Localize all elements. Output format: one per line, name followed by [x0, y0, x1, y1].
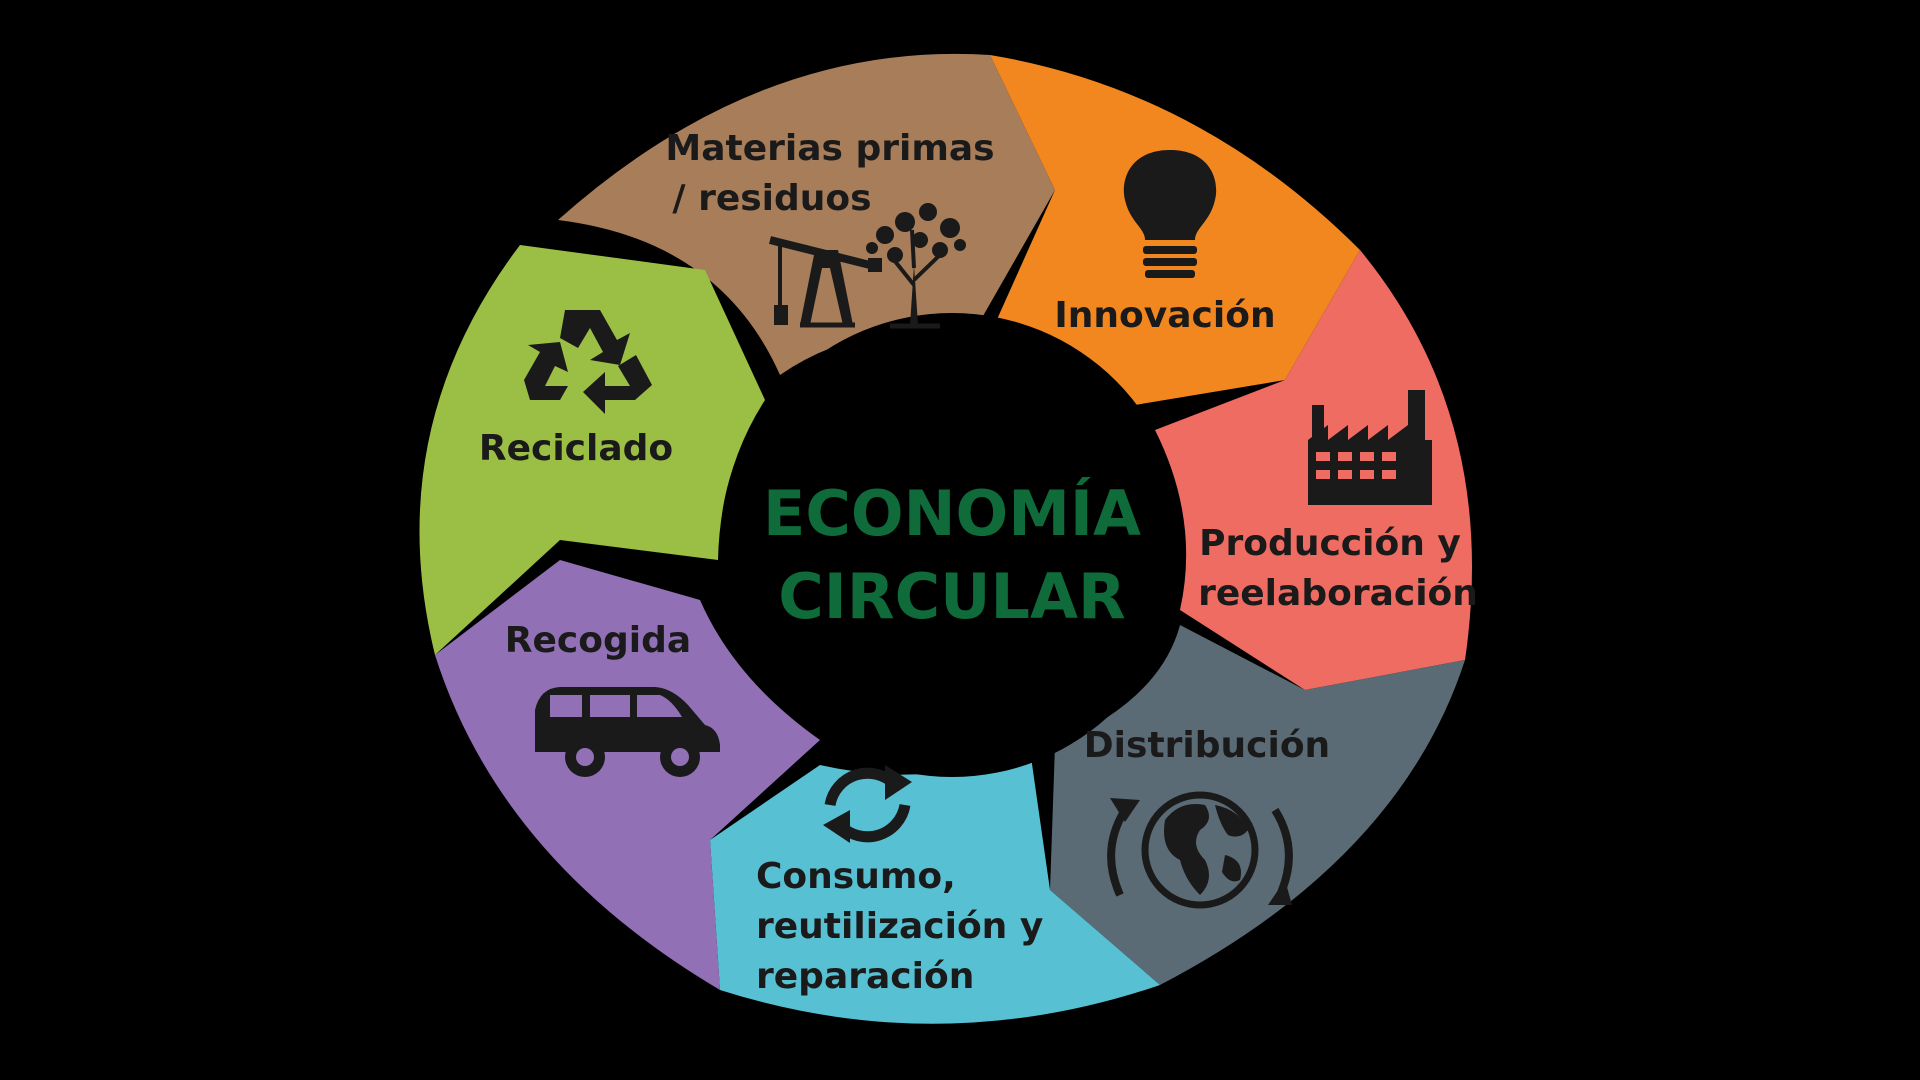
- globe-arrows-icon: [1107, 791, 1293, 909]
- label-consumo-line3: reparación: [756, 956, 974, 997]
- label-materias-line1: Materias primas: [665, 128, 994, 169]
- label-materias-line2: / residuos: [672, 178, 871, 219]
- segment-recogida: [435, 560, 820, 990]
- labels-layer: Materias primas / residuos Innovación Pr…: [479, 128, 1478, 997]
- label-recogida: Recogida: [505, 620, 691, 661]
- refresh-arrows-icon: [823, 765, 912, 843]
- center-title-line2: CIRCULAR: [778, 560, 1125, 633]
- center-circle: [720, 313, 1184, 777]
- label-consumo-line1: Consumo,: [756, 856, 956, 897]
- label-produccion-line2: reelaboración: [1198, 573, 1478, 614]
- label-consumo-line2: reutilización y: [756, 906, 1043, 947]
- label-produccion-line1: Producción y: [1199, 523, 1461, 564]
- center-title-line1: ECONOMÍA: [763, 477, 1141, 550]
- factory-icon: [1308, 390, 1432, 505]
- label-reciclado: Reciclado: [479, 428, 673, 469]
- oil-pump-and-tree-icon: [769, 203, 966, 329]
- segment-consumo: [710, 750, 1160, 1024]
- segment-reciclado: [419, 245, 765, 655]
- recycle-icon: [524, 310, 652, 414]
- light-bulb-icon: [1123, 150, 1217, 278]
- icons-layer: [524, 150, 1432, 909]
- van-icon: [535, 687, 720, 777]
- label-innovacion: Innovación: [1054, 295, 1275, 336]
- segment-materias-primas: [558, 53, 1055, 376]
- label-distribucion: Distribución: [1084, 725, 1330, 766]
- segment-distribucion: [1050, 625, 1465, 985]
